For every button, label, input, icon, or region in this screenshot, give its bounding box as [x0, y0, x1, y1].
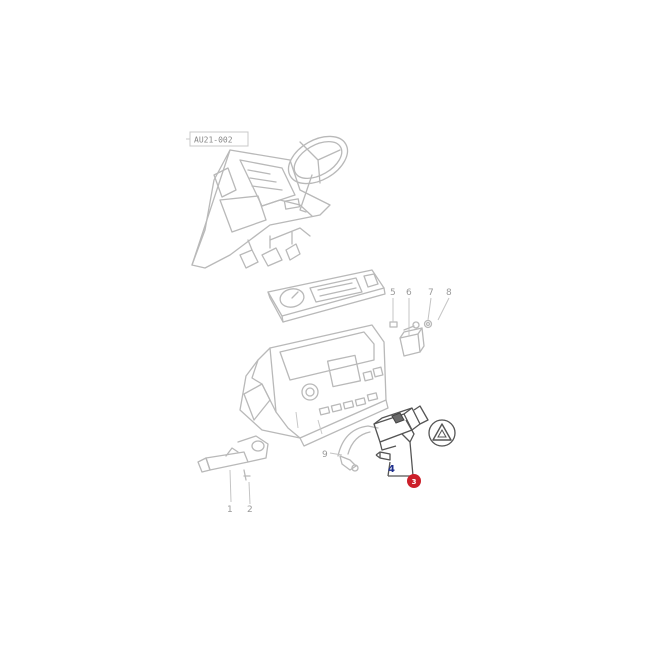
multifunction-switch-illustration	[197, 435, 269, 505]
hazard-triangle-icon	[428, 419, 456, 447]
reference-code: AU21-002	[194, 136, 233, 145]
instrument-cluster-illustration	[267, 269, 386, 323]
callout-6: 6	[406, 288, 412, 298]
callout-3: 3	[412, 478, 417, 486]
callout-1: 1	[227, 505, 233, 515]
callout-5: 5	[390, 288, 396, 298]
dashboard-panel-illustration	[239, 324, 389, 447]
wiring-harness-illustration	[329, 425, 379, 472]
hazard-switch-illustration	[373, 405, 429, 477]
cab-overview-illustration	[191, 135, 349, 269]
relay-assembly-illustration	[389, 297, 450, 357]
reference-label: AU21-002	[186, 131, 249, 147]
callout-8: 8	[446, 288, 452, 298]
callout-7: 7	[428, 288, 434, 298]
callout-2: 2	[247, 505, 253, 515]
callout-9: 9	[322, 450, 328, 460]
callout-4: 4	[388, 464, 395, 475]
callout-3-badge: 3	[407, 474, 421, 488]
